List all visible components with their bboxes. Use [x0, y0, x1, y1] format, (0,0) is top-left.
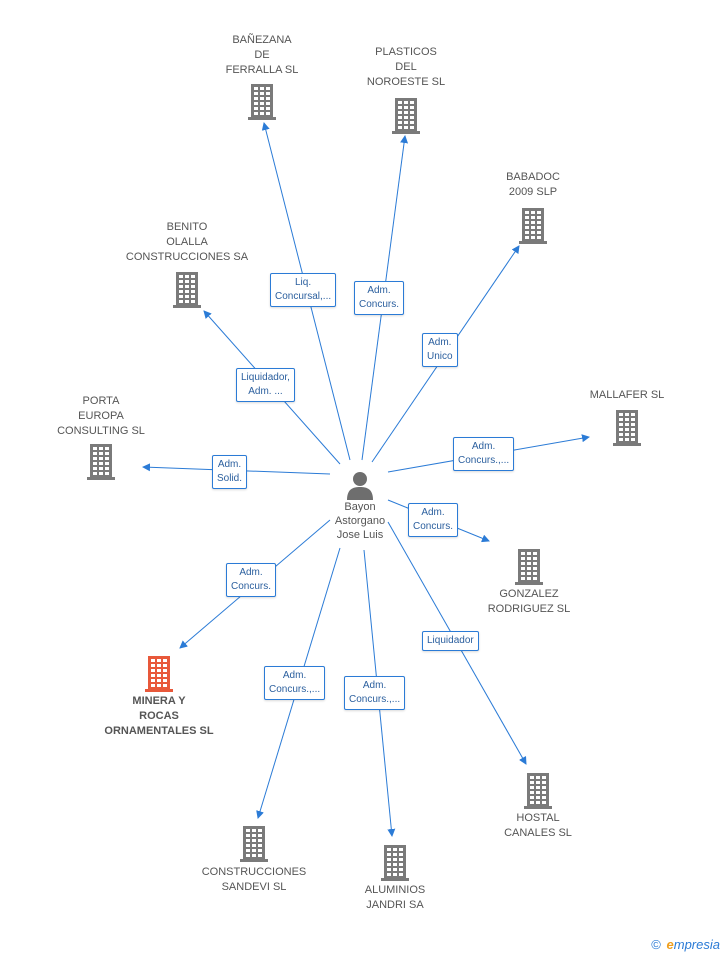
building-icon — [87, 444, 115, 480]
company-name: MINERA Y ROCAS ORNAMENTALES SL — [104, 695, 214, 737]
brand-rest: mpresia — [673, 937, 720, 952]
company-node-babadoc[interactable] — [518, 208, 548, 244]
company-label-banezana[interactable]: BAÑEZANA DE FERRALLA SL — [192, 33, 332, 78]
relation-label-babadoc[interactable]: Adm. Unico — [422, 333, 458, 367]
company-name: MALLAFER SL — [589, 389, 665, 401]
company-name: PLASTICOS DEL NOROESTE SL — [366, 46, 446, 88]
relation-label-benito[interactable]: Liquidador, Adm. ... — [236, 368, 295, 402]
building-icon — [240, 826, 268, 862]
relation-label-mallafer[interactable]: Adm. Concurs.,... — [453, 437, 515, 471]
company-name: GONZALEZ RODRIGUEZ SL — [487, 588, 571, 615]
company-node-porta[interactable] — [86, 444, 116, 480]
company-node-hostal[interactable] — [523, 773, 553, 809]
company-label-benito[interactable]: BENITO OLALLA CONSTRUCCIONES SA — [117, 220, 257, 265]
company-node-sandevi[interactable] — [239, 826, 269, 862]
company-node-aluminios[interactable] — [380, 845, 410, 881]
company-label-gonzalez[interactable]: GONZALEZ RODRIGUEZ SL — [459, 587, 599, 617]
center-person-name: Bayon Astorgano Jose Luis — [334, 501, 386, 541]
company-label-hostal[interactable]: HOSTAL CANALES SL — [468, 811, 608, 841]
relation-label-aluminios[interactable]: Adm. Concurs.,... — [344, 676, 406, 710]
company-label-mallafer[interactable]: MALLAFER SL — [557, 388, 697, 403]
company-label-sandevi[interactable]: CONSTRUCCIONES SANDEVI SL — [184, 865, 324, 895]
building-icon — [524, 773, 552, 809]
building-icon — [381, 845, 409, 881]
company-node-gonzalez[interactable] — [514, 549, 544, 585]
company-name: BAÑEZANA DE FERRALLA SL — [225, 34, 299, 76]
company-name: BENITO OLALLA CONSTRUCCIONES SA — [125, 221, 249, 263]
relation-label-hostal[interactable]: Liquidador — [422, 631, 479, 651]
company-label-babadoc[interactable]: BABADOC 2009 SLP — [463, 170, 603, 200]
company-name: ALUMINIOS JANDRI SA — [364, 884, 426, 911]
building-icon — [173, 272, 201, 308]
copyright-icon: © — [651, 937, 661, 952]
company-label-plasticos[interactable]: PLASTICOS DEL NOROESTE SL — [336, 45, 476, 90]
relation-label-sandevi[interactable]: Adm. Concurs.,... — [264, 666, 326, 700]
company-node-plasticos[interactable] — [391, 98, 421, 134]
relation-label-gonzalez[interactable]: Adm. Concurs. — [408, 503, 459, 537]
building-icon — [519, 208, 547, 244]
relation-label-banezana[interactable]: Liq. Concursal,... — [270, 273, 337, 307]
building-icon — [248, 84, 276, 120]
company-node-mallafer[interactable] — [612, 410, 642, 446]
company-node-banezana[interactable] — [247, 84, 277, 120]
company-label-aluminios[interactable]: ALUMINIOS JANDRI SA — [325, 883, 465, 913]
relation-label-porta[interactable]: Adm. Solid. — [212, 455, 248, 489]
company-node-benito[interactable] — [172, 272, 202, 308]
building-icon — [613, 410, 641, 446]
center-person[interactable]: Bayon Astorgano Jose Luis — [320, 470, 400, 542]
relation-label-minera[interactable]: Adm. Concurs. — [226, 563, 277, 597]
building-icon — [515, 549, 543, 585]
company-node-minera[interactable] — [144, 656, 174, 692]
company-name: CONSTRUCCIONES SANDEVI SL — [201, 866, 307, 893]
company-name: HOSTAL CANALES SL — [504, 812, 572, 839]
company-name: PORTA EUROPA CONSULTING SL — [57, 395, 145, 437]
company-label-porta[interactable]: PORTA EUROPA CONSULTING SL — [31, 394, 171, 439]
company-label-minera[interactable]: MINERA Y ROCAS ORNAMENTALES SL — [89, 694, 229, 739]
brand-logo: © empresia — [651, 937, 720, 952]
brand-e: e — [666, 937, 674, 952]
building-icon — [145, 656, 173, 692]
building-icon — [392, 98, 420, 134]
company-name: BABADOC 2009 SLP — [506, 171, 560, 198]
person-icon — [347, 472, 373, 500]
relation-label-plasticos[interactable]: Adm. Concurs. — [354, 281, 405, 315]
